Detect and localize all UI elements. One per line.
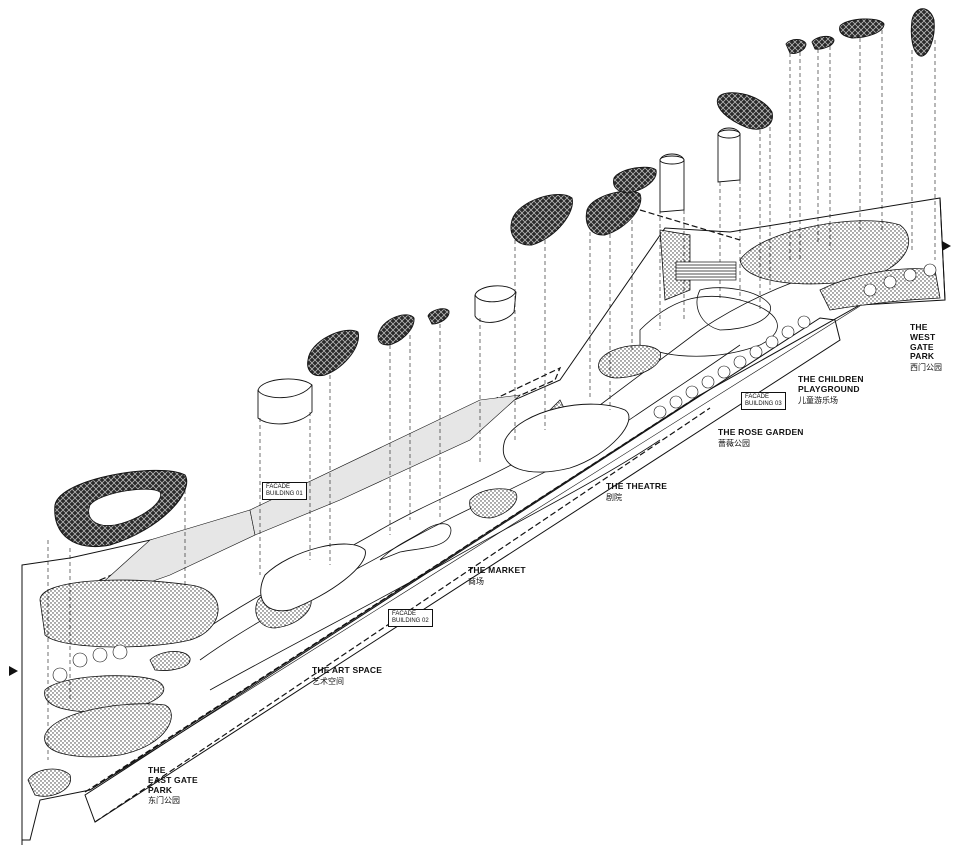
label-east-gate-park: THE EAST GATE PARK 东门公园 <box>148 765 198 806</box>
label-zh: 东门公园 <box>148 796 180 806</box>
tag-line: FACADE <box>266 484 291 490</box>
label-zh: 剧院 <box>606 492 622 502</box>
label-art-space: THE ART SPACE 艺术空间 <box>312 665 383 686</box>
facade-tag-building-02: FACADE BUILDING 02 <box>388 609 433 627</box>
canopy <box>510 193 573 246</box>
label-en: THE CHILDREN PLAYGROUND <box>798 374 864 394</box>
canopy <box>811 35 835 50</box>
lawn-outlines <box>260 403 630 612</box>
canopy <box>307 329 359 377</box>
label-en: THE MARKET <box>468 565 526 575</box>
canopy-group <box>307 8 935 377</box>
east-entrance-arrow-icon <box>9 666 18 676</box>
tower <box>717 127 741 183</box>
east-gate-canopy <box>54 469 188 547</box>
projection-lines <box>47 30 936 760</box>
pavilion-top <box>474 291 517 303</box>
tag-line: BUILDING 03 <box>745 400 782 407</box>
canopy <box>585 190 642 236</box>
facade-tag-building-03: FACADE BUILDING 03 <box>741 392 786 410</box>
pavilion <box>257 378 313 425</box>
tag-line: FACADE <box>745 394 770 400</box>
label-en: THE EAST GATE PARK <box>148 765 198 795</box>
canopy <box>377 314 415 346</box>
label-rose-garden: THE ROSE GARDEN 蔷薇公园 <box>718 427 804 448</box>
pavilion <box>474 285 517 323</box>
west-entrance-arrow-icon <box>942 241 951 251</box>
label-theatre: THE THEATRE 剧院 <box>606 481 668 502</box>
tower <box>659 153 685 213</box>
tag-line: FACADE <box>392 611 417 617</box>
canopy <box>427 308 450 325</box>
label-zh: 儿童游乐场 <box>798 395 838 405</box>
canopy <box>910 8 935 57</box>
ramp-band <box>249 394 521 536</box>
pavilions <box>257 127 741 425</box>
label-zh: 西门公园 <box>910 363 942 373</box>
label-children-playground: THE CHILDREN PLAYGROUND 儿童游乐场 <box>798 374 864 405</box>
label-en: THE WEST GATE PARK <box>910 322 936 362</box>
canopy <box>613 166 657 194</box>
label-en: THE ART SPACE <box>312 665 383 675</box>
canopy <box>716 92 773 130</box>
label-en: THE ROSE GARDEN <box>718 427 804 437</box>
label-zh: 艺术空间 <box>312 676 344 686</box>
facade-tag-building-01: FACADE BUILDING 01 <box>262 482 307 500</box>
stairs <box>675 261 737 281</box>
label-market: THE MARKET 商场 <box>468 565 526 586</box>
planting-zones <box>27 220 941 797</box>
tag-line: BUILDING 01 <box>266 490 303 497</box>
label-zh: 商场 <box>468 576 484 586</box>
tag-line: BUILDING 02 <box>392 617 429 624</box>
label-zh: 蔷薇公园 <box>718 438 750 448</box>
label-en: THE THEATRE <box>606 481 668 491</box>
pavilion-top <box>257 384 313 399</box>
canopy <box>785 39 807 54</box>
canopy <box>839 18 885 39</box>
label-west-gate-park: THE WEST GATE PARK 西门公园 <box>910 322 960 373</box>
street-trees <box>52 263 937 683</box>
